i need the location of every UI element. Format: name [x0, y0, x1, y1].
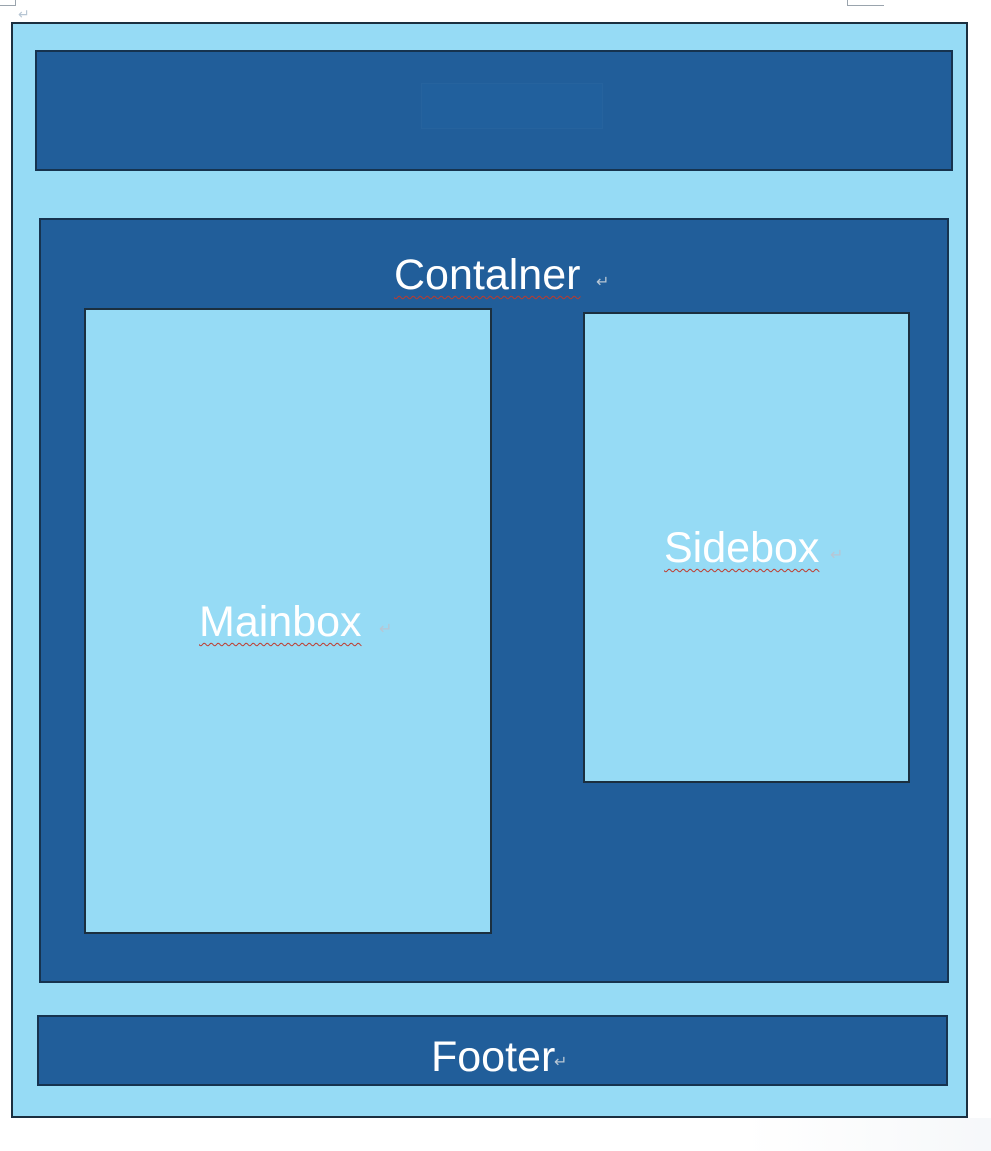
- mainbox-label: Mainbox: [199, 598, 362, 646]
- bottom-edge-fade: [745, 1118, 991, 1151]
- paragraph-mark-footer: ↵: [554, 1054, 568, 1071]
- page-corner-mark-left: [0, 0, 16, 6]
- container-label: Contalner: [394, 251, 581, 299]
- footer-label: Footer: [431, 1033, 556, 1081]
- mainbox: [84, 308, 492, 934]
- footer-box: [37, 1015, 948, 1086]
- paragraph-mark-top: ↵: [18, 6, 30, 22]
- paragraph-mark-container: ↵: [596, 274, 610, 291]
- header-text-placeholder: [421, 83, 603, 129]
- page-corner-mark-right: [847, 0, 884, 6]
- sidebox: [583, 312, 910, 783]
- sidebox-label: Sidebox: [664, 524, 820, 572]
- paragraph-mark-mainbox: ↵: [379, 621, 393, 638]
- paragraph-mark-sidebox: ↵: [830, 547, 844, 564]
